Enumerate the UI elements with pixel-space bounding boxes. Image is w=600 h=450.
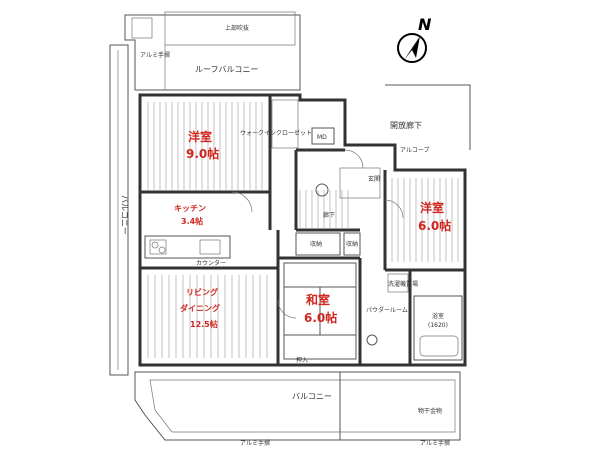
walk-in-closet-box [271, 99, 299, 149]
tatami-mats [283, 262, 357, 360]
bath-label: 浴室 [432, 312, 444, 320]
alcove-label: アルコーブ [400, 146, 429, 154]
kitchen-counter [144, 235, 231, 259]
flooring-hatch-east [391, 178, 459, 262]
storage-box-1 [295, 232, 341, 256]
kitchen-name: キッチン [174, 204, 206, 213]
powder-room-label: パウダールーム [366, 306, 408, 314]
entry-shoe-box [339, 167, 381, 199]
washer-label: 洗濯機置場 [388, 280, 418, 288]
flooring-hatch-living [147, 275, 268, 358]
kitchen-size: 3.4帖 [181, 216, 203, 226]
south-balcony-outline [134, 371, 461, 441]
compass-ring [397, 33, 427, 63]
compass [397, 33, 427, 63]
stove-burner-1 [151, 241, 159, 249]
bathtub [419, 335, 459, 357]
closet-label: 押入 [296, 356, 308, 364]
compass-arrow-icon [404, 36, 420, 60]
west-balcony-label: バルコニー [120, 195, 129, 235]
interior-walls [140, 95, 465, 365]
compass-letter: N [418, 15, 432, 34]
roof-balcony-outline [124, 11, 301, 91]
storage-box-2 [343, 232, 361, 256]
rail-bottom-label-1: アルミ手摺 [240, 439, 270, 447]
exterior-walls [138, 93, 467, 367]
corridor-outline [385, 84, 471, 150]
upper-skylight-label: 上部吹抜 [225, 24, 249, 32]
roof-balcony-label: ルーフバルコニー [195, 65, 258, 74]
open-corridor-label: 開放廊下 [390, 120, 422, 130]
japanese-room-name: 和室 [305, 292, 330, 307]
hallway-label: 廊下 [323, 211, 335, 219]
md-label: MD [317, 134, 327, 141]
flooring-hatch-hall [299, 190, 349, 228]
western-room-north-name: 洋室 [188, 129, 212, 144]
counter-label: カウンター [196, 259, 226, 267]
west-balcony-outline [109, 44, 129, 376]
toilet-fixture [315, 183, 329, 197]
western-room-east-size: 6.0帖 [418, 218, 451, 233]
sink [199, 239, 221, 255]
washer-box [387, 273, 409, 293]
western-room-north-size: 9.0帖 [186, 146, 219, 161]
wash-basin [366, 334, 378, 346]
walk-in-closet-label: ウォークインクローゼット [240, 129, 312, 137]
md-box [311, 127, 335, 145]
door-swings [231, 149, 404, 319]
storage-label-2: 収納 [346, 240, 358, 248]
bath-size-label: (1620) [428, 322, 448, 329]
south-balcony-label: バルコニー [292, 392, 332, 401]
stove-burner-2 [158, 246, 166, 254]
western-room-east-name: 洋室 [420, 200, 444, 215]
japanese-room-size: 6.0帖 [304, 310, 337, 325]
compass-arrow-tail-icon [412, 36, 420, 58]
living-line-2: ダイニング [180, 303, 220, 313]
rail-bottom-label-2: アルミ手摺 [420, 439, 450, 447]
entrance-label: 玄関 [368, 175, 380, 183]
rail-top-label: アルミ手摺 [140, 51, 170, 59]
roof-unit-box [131, 17, 153, 39]
flooring-hatch-north [147, 102, 263, 190]
storage-label-1: 収納 [310, 240, 322, 248]
stove [149, 239, 167, 255]
living-line-1: リビング [186, 287, 218, 297]
living-size: 12.5帖 [190, 319, 218, 329]
bath-outline [413, 295, 463, 361]
drying-hardware-label: 物干金物 [418, 407, 442, 415]
